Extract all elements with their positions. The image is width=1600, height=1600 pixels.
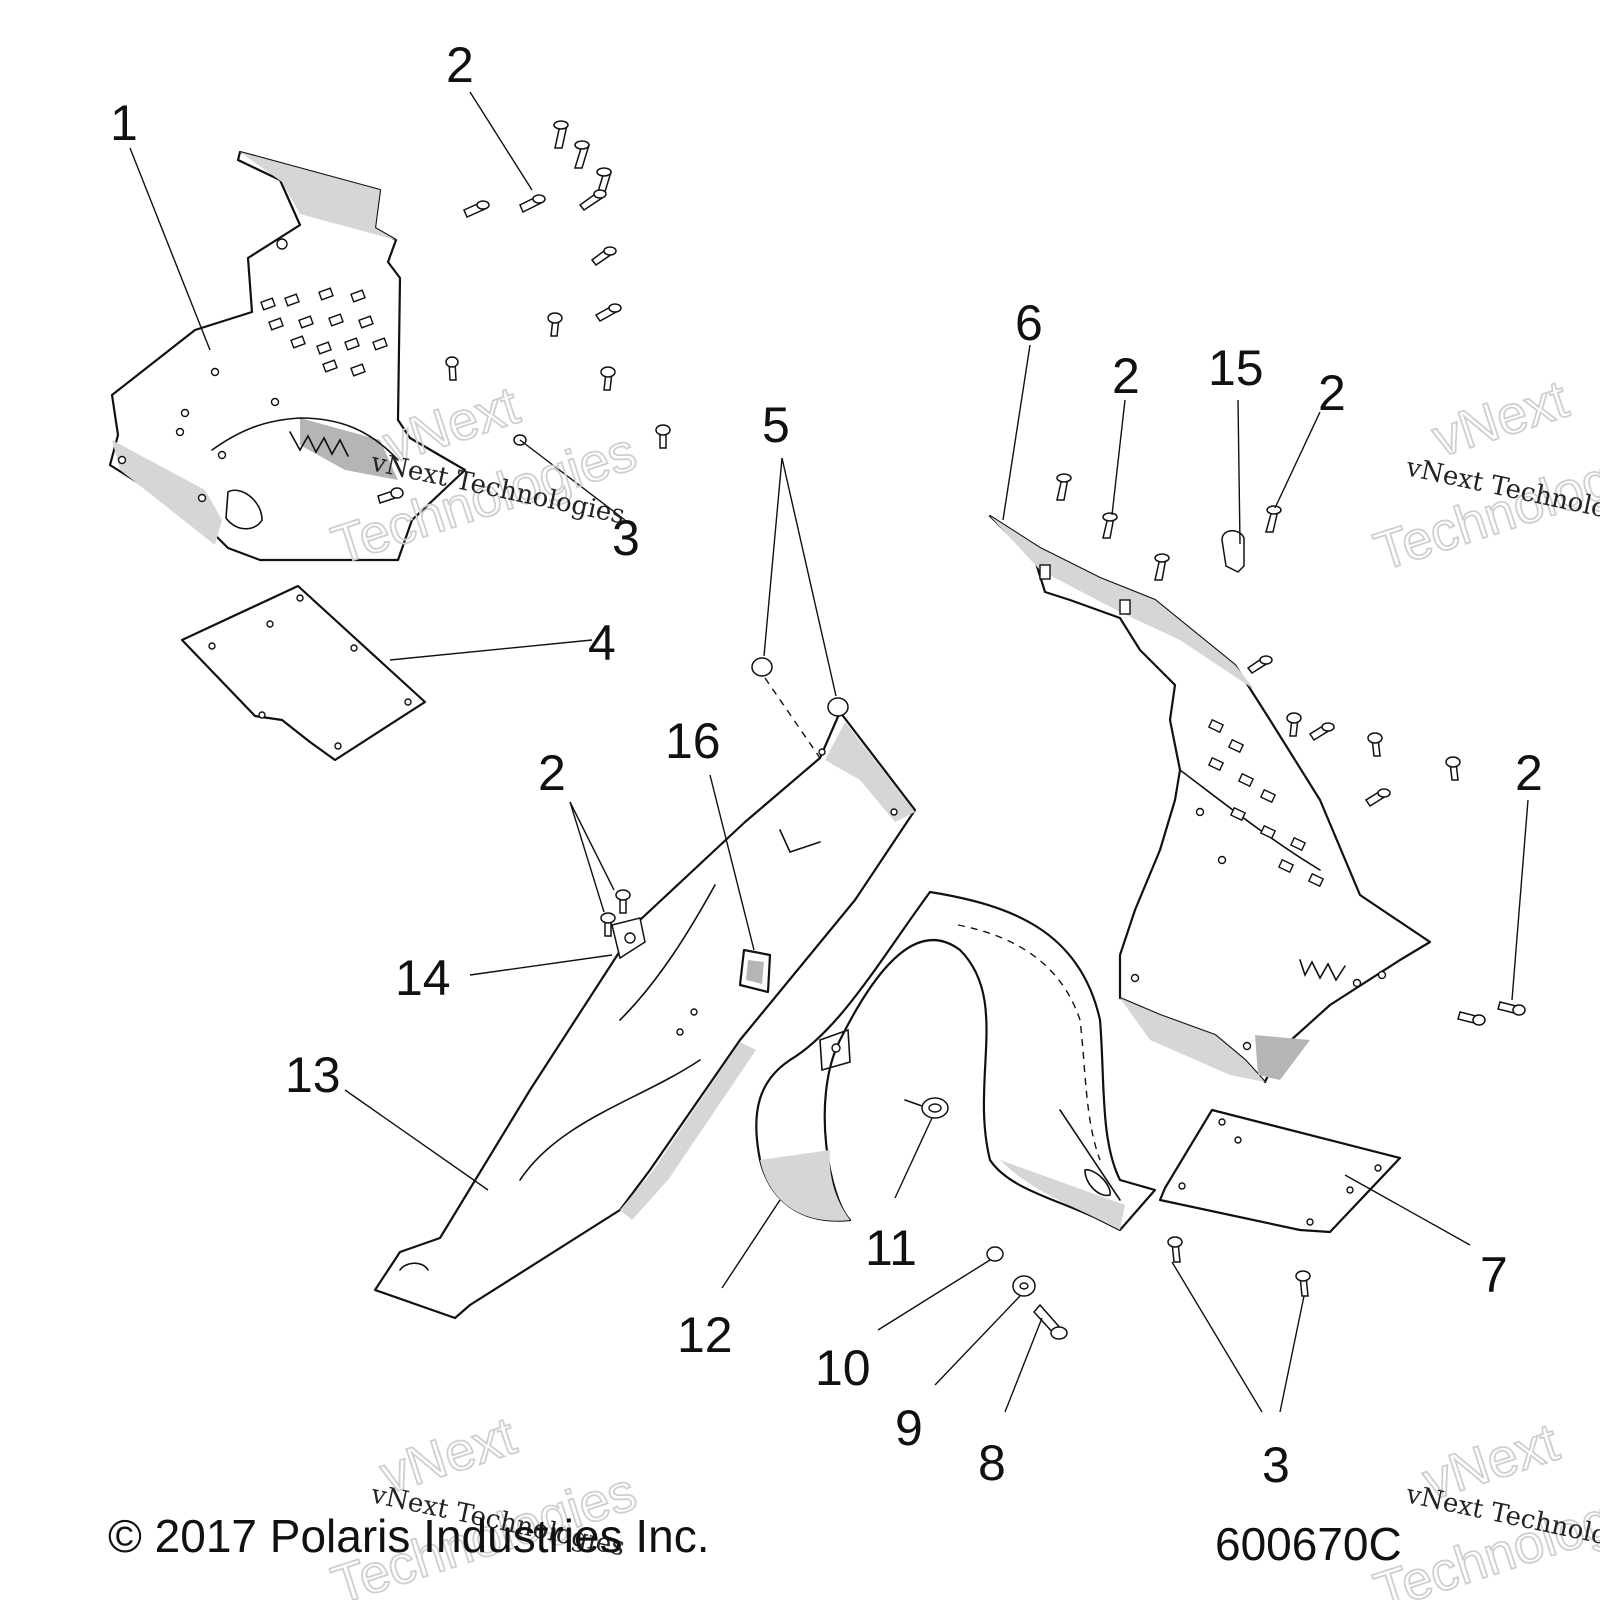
part-15-clip (1221, 530, 1245, 573)
callout-13: 13 (285, 1047, 341, 1103)
callout-2: 2 (1112, 348, 1140, 404)
callout-8: 8 (978, 1435, 1006, 1491)
callout-11: 11 (865, 1220, 917, 1276)
callout-labels: 1 2 3 4 5 6 2 15 2 2 2 16 14 13 12 11 10… (110, 37, 1543, 1493)
watermarks: vNext Technologies vNext Technologies vN… (324, 368, 1600, 1600)
part-13-lower-panel (373, 710, 917, 1320)
callout-2: 2 (1515, 745, 1543, 801)
part-11-pin (904, 1097, 949, 1119)
watermark-big-1: vNext (1425, 369, 1575, 469)
callout-14: 14 (395, 950, 451, 1006)
part-10-nut (986, 1246, 1004, 1262)
part-14-nut-plate (611, 917, 646, 960)
screws-part-2-and-3 (377, 120, 1526, 1297)
callout-4: 4 (588, 615, 616, 671)
callout-5: 5 (762, 397, 790, 453)
callout-2: 2 (1318, 365, 1346, 421)
part-4-gasket-plate (180, 584, 427, 762)
callout-3: 3 (612, 510, 640, 566)
part-8-bolt (1032, 1303, 1068, 1340)
callout-2: 2 (446, 37, 474, 93)
part-6-heat-shield (988, 514, 1432, 1084)
part-9-washer (1012, 1275, 1036, 1297)
part-1-heat-shield (108, 150, 467, 562)
callout-1: 1 (110, 95, 138, 151)
callout-15: 15 (1208, 340, 1264, 396)
leader-lines (129, 91, 1529, 1413)
part-12-curved-shield (755, 890, 1157, 1232)
copyright-text: © 2017 Polaris Industries Inc. (108, 1510, 710, 1562)
callout-10: 10 (815, 1340, 871, 1396)
callout-16: 16 (665, 713, 721, 769)
callout-9: 9 (895, 1400, 923, 1456)
part-16-clip (738, 948, 772, 994)
callout-2: 2 (538, 745, 566, 801)
callout-6: 6 (1015, 295, 1043, 351)
diagram-number: 600670C (1215, 1518, 1402, 1570)
callout-12: 12 (677, 1307, 733, 1363)
callout-3: 3 (1262, 1437, 1290, 1493)
part-5-grommets (751, 657, 849, 759)
part-7-gasket-plate (1158, 1108, 1402, 1234)
callout-7: 7 (1480, 1247, 1508, 1303)
